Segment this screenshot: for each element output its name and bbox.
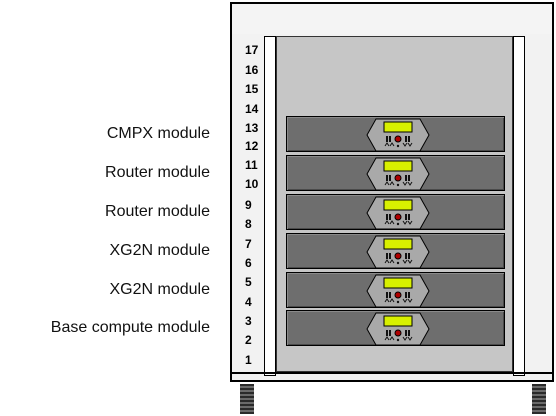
label-router-module-2: Router module [105,203,210,220]
unit-number-1: 1 [245,353,252,367]
module-panel-icon [366,235,430,269]
label-cmpx-module: CMPX module [106,125,210,142]
module-panel-icon [366,274,430,308]
base-compute-module [286,310,505,346]
cabinet-rail-right [513,36,525,376]
xg2n-module-1 [286,233,505,269]
unit-number-16: 16 [245,63,259,77]
module-panel-icon [366,196,430,230]
router-module-1 [286,155,505,191]
unit-number-15: 15 [245,82,259,96]
router-module-2 [286,194,505,230]
module-panel-icon [366,312,430,346]
unit-number-4: 4 [245,295,252,309]
module-panel-icon [366,118,430,152]
cabinet-foot-left [240,384,254,414]
unit-number-6: 6 [245,256,252,270]
unit-number-11: 11 [245,158,258,172]
unit-number-14: 14 [245,102,259,116]
label-base-compute-module: Base compute module [50,319,210,336]
unit-number-12: 12 [245,139,259,153]
label-xg2n-module-2: XG2N module [109,281,211,298]
unit-number-7: 7 [245,237,252,251]
unit-number-17: 17 [245,43,259,57]
label-router-module-1: Router module [105,164,210,181]
unit-number-3: 3 [245,314,252,328]
unit-number-2: 2 [245,333,252,347]
unit-number-5: 5 [245,275,252,289]
cabinet-base [232,372,552,374]
label-xg2n-module-1: XG2N module [109,242,211,259]
cabinet-top [232,4,552,34]
cmpx-module [286,116,505,152]
unit-number-8: 8 [245,217,252,231]
xg2n-module-2 [286,272,505,308]
unit-number-9: 9 [245,198,252,212]
cabinet-rail-left [264,36,276,376]
module-panel-icon [366,157,430,191]
unit-number-13: 13 [245,121,259,135]
unit-number-10: 10 [245,177,259,191]
cabinet-foot-right [532,384,546,414]
